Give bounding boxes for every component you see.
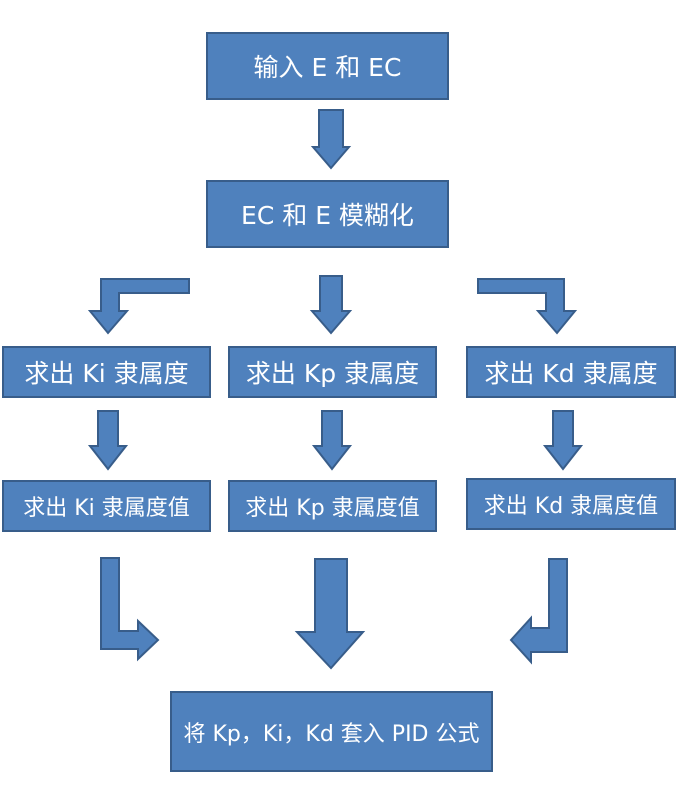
arrow-input-to-fuzzify bbox=[310, 109, 352, 170]
arrow-fuzzify-to-ki bbox=[87, 278, 190, 335]
node-input-label: 输入 E 和 EC bbox=[253, 53, 402, 82]
node-input: 输入 E 和 EC bbox=[206, 32, 449, 100]
arrow-fuzzify-to-kd bbox=[477, 278, 578, 335]
arrow-kp-to-kp-value bbox=[311, 410, 353, 471]
node-output: 将 Kp，Ki，Kd 套入 PID 公式 bbox=[170, 691, 493, 772]
arrow-fuzzify-to-kp bbox=[309, 275, 353, 335]
node-kd-membership: 求出 Kd 隶属度 bbox=[466, 346, 676, 398]
node-fuzzify: EC 和 E 模糊化 bbox=[206, 180, 449, 248]
node-kp-membership-label: 求出 Kp 隶属度 bbox=[245, 359, 420, 388]
node-fuzzify-label: EC 和 E 模糊化 bbox=[241, 201, 414, 230]
node-kd-value: 求出 Kd 隶属度值 bbox=[466, 478, 676, 530]
node-kp-value-label: 求出 Kp 隶属度值 bbox=[245, 496, 420, 521]
node-ki-membership: 求出 Ki 隶属度 bbox=[2, 346, 211, 398]
node-kd-value-label: 求出 Kd 隶属度值 bbox=[483, 494, 659, 519]
node-ki-membership-label: 求出 Ki 隶属度 bbox=[24, 359, 189, 388]
arrow-kd-to-kd-value bbox=[542, 410, 584, 471]
arrow-ki-to-ki-value bbox=[87, 410, 129, 471]
node-ki-value: 求出 Ki 隶属度值 bbox=[2, 480, 211, 532]
node-kp-membership: 求出 Kp 隶属度 bbox=[228, 346, 437, 398]
arrow-kp-value-to-output bbox=[294, 558, 366, 670]
arrow-kd-value-to-output bbox=[509, 558, 568, 665]
node-kd-membership-label: 求出 Kd 隶属度 bbox=[484, 359, 658, 388]
node-output-label: 将 Kp，Ki，Kd 套入 PID 公式 bbox=[183, 721, 480, 747]
node-ki-value-label: 求出 Ki 隶属度值 bbox=[23, 496, 190, 521]
arrow-ki-value-to-output bbox=[100, 557, 160, 662]
node-kp-value: 求出 Kp 隶属度值 bbox=[228, 480, 437, 532]
